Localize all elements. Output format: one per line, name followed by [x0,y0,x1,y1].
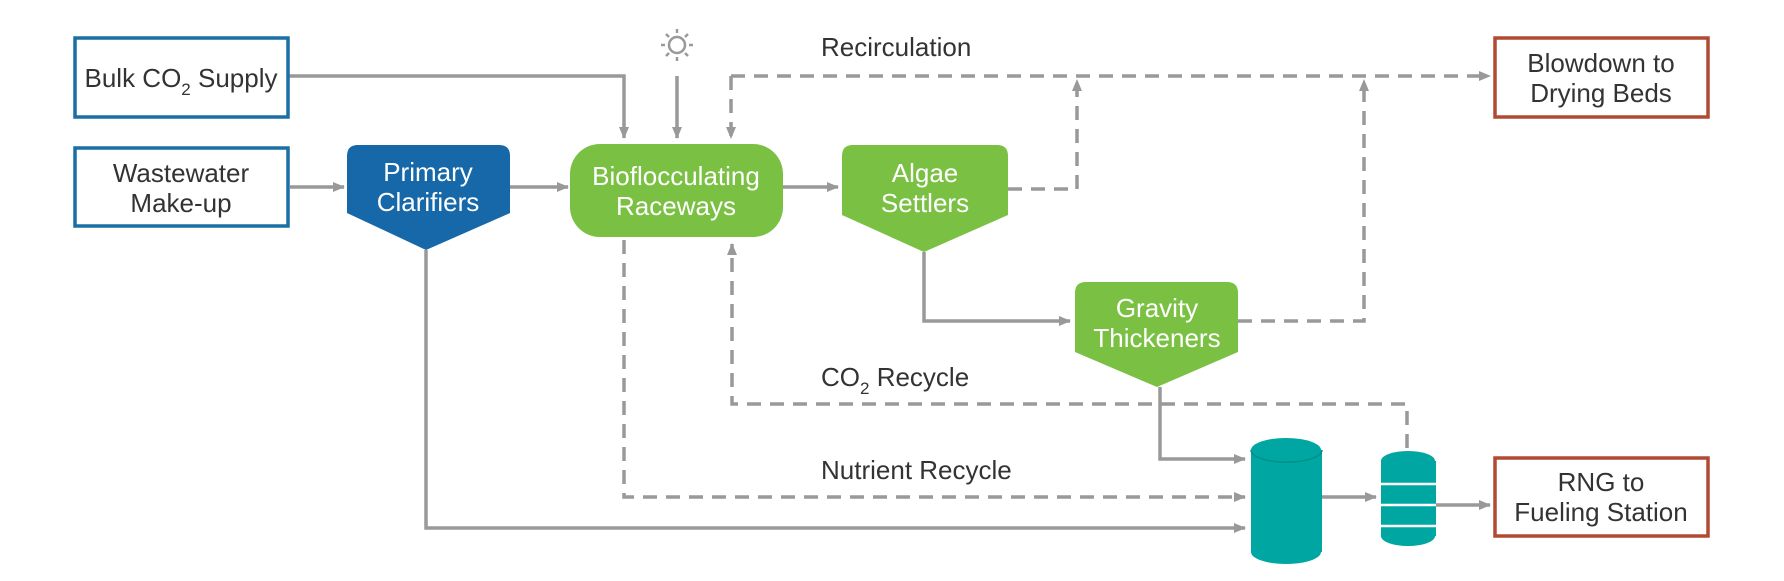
co2-recycle-label: CO2 Recycle [821,362,969,398]
flow-settlers-overflow [1008,79,1082,191]
flow-nutrient-recycle [622,240,1246,502]
primary-clarifiers-line1: Primary [383,157,473,187]
dashed-connectors [622,71,1491,502]
sun-icon [661,29,693,61]
process-algae-settlers: Algae Settlers [842,145,1008,252]
flow-thickeners-overflow [1238,79,1369,323]
flow-bulk-co2-to-raceways [288,74,629,139]
raceways-line2: Raceways [616,191,736,221]
algae-settlers-line1: Algae [892,158,959,188]
digester-tank-icon [1250,438,1323,564]
gas-storage-tank-icon [1381,451,1436,546]
wastewater-label-line2: Make-up [130,188,231,218]
blowdown-line1: Blowdown to [1527,48,1674,78]
flow-co2-recycle-return [727,243,1409,448]
recirculation-label: Recirculation [821,32,971,62]
input-bulk-co2-supply: Bulk CO2 Supply [73,36,290,119]
rng-line1: RNG to [1558,467,1645,497]
rng-line2: Fueling Station [1514,497,1687,527]
flow-clarifiers-to-digester [424,250,1246,533]
nutrient-recycle-label: Nutrient Recycle [821,455,1012,485]
blowdown-line2: Drying Beds [1530,78,1672,108]
wastewater-label-line1: Wastewater [113,158,250,188]
output-rng-to-fueling-station: RNG to Fueling Station [1493,456,1710,538]
process-primary-clarifiers: Primary Clarifiers [347,145,510,250]
gravity-thickeners-line1: Gravity [1116,293,1198,323]
algae-settlers-line2: Settlers [881,188,969,218]
output-blowdown-to-drying-beds: Blowdown to Drying Beds [1493,36,1710,119]
input-wastewater-make-up: Wastewater Make-up [73,146,290,228]
raceways-line1: Bioflocculating [592,161,760,191]
solid-connectors [288,74,1491,533]
primary-clarifiers-line2: Clarifiers [377,187,480,217]
process-bioflocculating-raceways: Bioflocculating Raceways [570,144,783,237]
gravity-thickeners-line2: Thickeners [1093,323,1220,353]
bulk-co2-label: Bulk CO2 Supply [84,63,277,99]
flow-thickeners-to-digester [1158,387,1246,464]
process-gravity-thickeners: Gravity Thickeners [1075,282,1238,387]
flow-settlers-to-thickeners [922,252,1071,326]
